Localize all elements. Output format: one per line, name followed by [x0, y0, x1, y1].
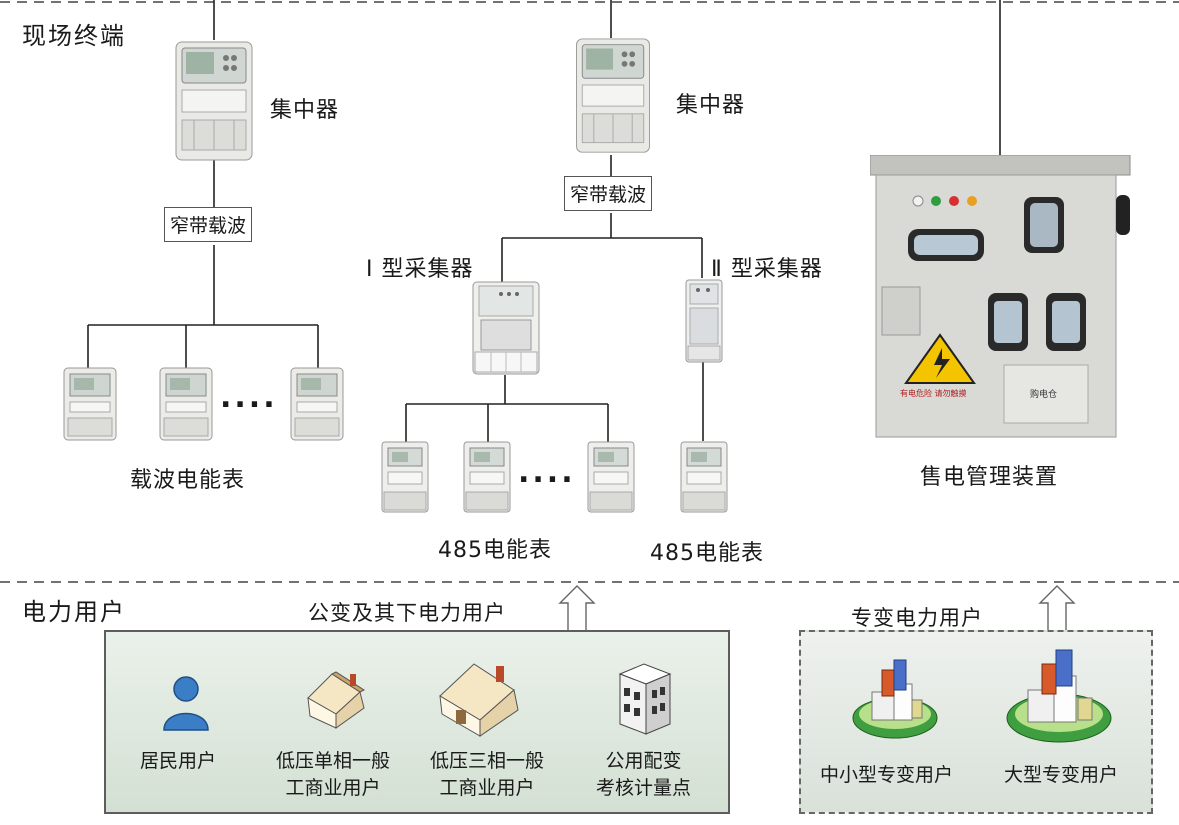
person-icon — [163, 676, 209, 731]
public-user-label-line2: 考核计量点 — [596, 777, 692, 799]
public-user-label: 低压单相一般 工商业用户 — [276, 748, 390, 802]
large-house-icon — [439, 663, 519, 737]
public-user-label-line1: 低压三相一般 — [430, 750, 545, 772]
meter-485-icon — [381, 441, 429, 513]
meter-485-label: 485电能表 — [650, 541, 764, 566]
carrier-meter-icon — [159, 367, 213, 441]
cabinet-warning-text: 有电危险 请勿触摸 — [900, 388, 967, 398]
public-user-label: 居民用户 — [140, 750, 217, 772]
dedicated-users-title: 专变电力用户 — [851, 606, 983, 630]
collector-type1-label: Ⅰ 型采集器 — [366, 257, 474, 282]
ellipsis: .... — [518, 455, 576, 490]
ellipsis: .... — [220, 380, 278, 415]
meter-485-icon — [680, 441, 728, 513]
carrier-meter-label: 载波电能表 — [130, 468, 246, 493]
public-user-label: 低压三相一般 工商业用户 — [430, 748, 544, 802]
collector-type2-label: Ⅱ 型采集器 — [711, 257, 823, 282]
small-house-icon — [307, 671, 366, 729]
section-power-users: 电力用户 — [22, 598, 126, 626]
carrier-meter-icon — [290, 367, 344, 441]
public-user-label-line1: 公用配变 — [605, 750, 682, 772]
carrier-box: 窄带载波 — [564, 176, 653, 211]
up-arrow-icon — [558, 585, 596, 630]
collector-type2-device-icon — [685, 279, 723, 363]
concentrator-label: 集中器 — [676, 93, 746, 118]
concentrator-label: 集中器 — [270, 98, 340, 123]
building-icon — [618, 663, 672, 735]
sales-device-label: 售电管理装置 — [920, 465, 1059, 490]
public-user-label-line2: 工商业用户 — [285, 777, 381, 799]
up-arrow-icon — [1038, 585, 1076, 630]
public-user-label-line2: 工商业用户 — [439, 777, 535, 799]
dedicated-user-label: 大型专变用户 — [1004, 764, 1119, 786]
cabinet-compartment-text: 购电仓 — [1030, 388, 1057, 400]
carrier-meter-icon — [63, 367, 117, 441]
collector-type1-device-icon — [472, 281, 540, 375]
factory-small-icon — [852, 659, 938, 739]
factory-large-icon — [1006, 649, 1112, 743]
sales-cabinet-icon: 有电危险 请勿触摸 购电仓 — [870, 155, 1131, 438]
concentrator-device-icon — [175, 41, 253, 161]
meter-485-icon — [463, 441, 511, 513]
public-user-label: 公用配变 考核计量点 — [596, 748, 691, 802]
meter-485-icon — [587, 441, 635, 513]
section-field-terminal: 现场终端 — [22, 22, 126, 50]
dedicated-user-label: 中小型专变用户 — [820, 764, 954, 786]
concentrator-device-icon — [576, 38, 650, 153]
public-users-title: 公变及其下电力用户 — [308, 601, 506, 625]
carrier-box: 窄带载波 — [164, 207, 253, 242]
public-user-label-line1: 低压单相一般 — [276, 750, 391, 772]
meter-485-label: 485电能表 — [438, 538, 552, 563]
